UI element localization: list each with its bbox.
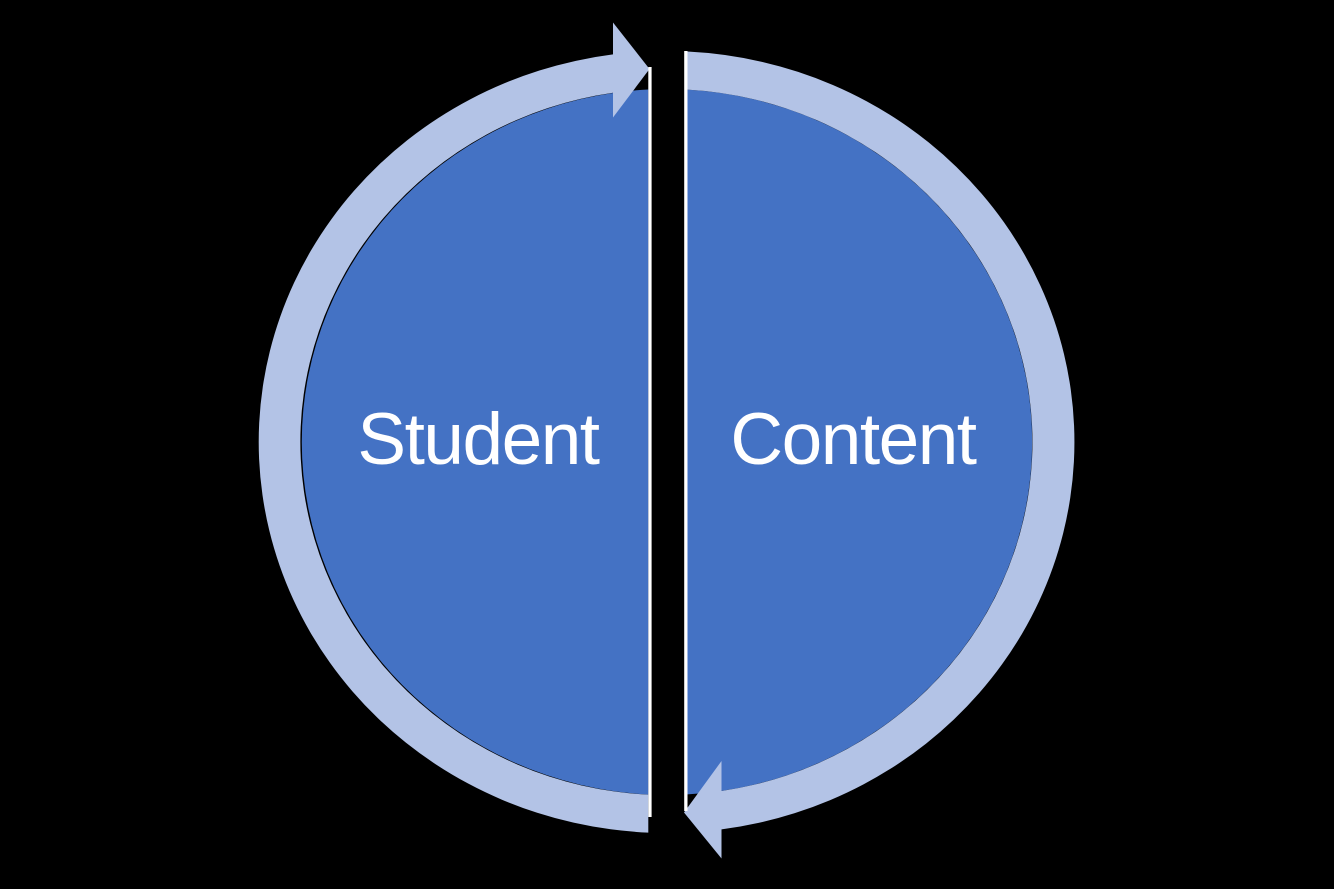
student-semicircle: [301, 89, 649, 795]
bottom-arrowhead-icon: [684, 761, 722, 859]
top-arrowhead-icon: [613, 22, 650, 118]
left-divider-line: [648, 67, 652, 817]
content-label: Content: [730, 399, 976, 480]
right-divider-line: [684, 51, 688, 811]
student-label: Student: [357, 399, 599, 480]
cycle-arc-right: [687, 51, 1075, 830]
cycle-arc-left: [258, 54, 649, 833]
content-semicircle: [687, 89, 1033, 795]
